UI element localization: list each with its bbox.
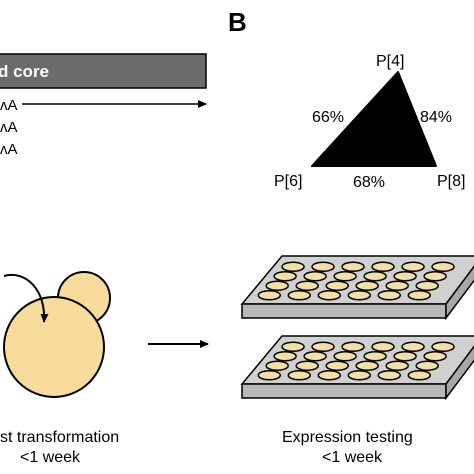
plate-upper-well: [423, 271, 447, 282]
plate-upper-well: [287, 290, 312, 301]
plate-upper-well: [281, 261, 305, 272]
plate-lower-well: [317, 370, 342, 381]
core-label: d core: [0, 62, 49, 81]
identity-triangle: [311, 71, 437, 167]
percent-right: 84%: [420, 109, 452, 126]
plate-upper-well: [341, 261, 365, 272]
plate-lower-well: [303, 351, 327, 362]
plate-upper-well: [347, 290, 372, 301]
plate-lower-well: [325, 360, 349, 371]
plate-lower-well: [333, 351, 357, 362]
expression-caption-line1: Expression testing: [282, 429, 413, 446]
plate-lower-well: [257, 370, 282, 381]
plate-upper-well: [273, 271, 297, 282]
plate-lower-well: [287, 370, 312, 381]
plate-lower-well: [385, 360, 409, 371]
plate-upper-well: [407, 290, 432, 301]
seq-line-1: ʌA: [0, 97, 18, 114]
plate-upper-side: [241, 303, 447, 319]
plate-upper-well: [377, 290, 402, 301]
plate-lower-well: [363, 351, 387, 362]
plate-lower-well: [407, 370, 432, 381]
plate-lower-well: [401, 341, 425, 352]
plate-lower-well: [295, 360, 319, 371]
plate-upper-well: [363, 271, 387, 282]
plate-lower-well: [371, 341, 395, 352]
plate-upper-well: [401, 261, 425, 272]
percent-left: 66%: [312, 109, 344, 126]
plate-upper-well: [265, 280, 289, 291]
plate-lower-end: [445, 345, 474, 401]
plate-upper-well: [333, 271, 357, 282]
plate-upper-well: [393, 271, 417, 282]
panel-a: d core ʌA ʌA ʌA: [0, 53, 207, 158]
plate-lower-well: [341, 341, 365, 352]
panel-label-b: B: [228, 7, 247, 37]
percent-bottom: 68%: [353, 174, 385, 191]
plate-upper-well: [371, 261, 395, 272]
plate-lower-well: [377, 370, 402, 381]
expression-caption-line2: <1 week: [322, 449, 383, 466]
plate-upper-well: [355, 280, 379, 291]
plate-upper-well: [385, 280, 409, 291]
yeast-caption-line2: <1 week: [20, 449, 81, 466]
node-p4: P[4]: [376, 53, 404, 70]
plate-upper-end: [445, 265, 474, 321]
node-p8: P[8]: [437, 173, 465, 190]
plate-lower-well: [311, 341, 335, 352]
node-p6: P[6]: [274, 173, 302, 190]
plate-upper-well: [415, 280, 439, 291]
plate-lower-well: [281, 341, 305, 352]
plate-lower-well: [347, 370, 372, 381]
plate-lower-well: [393, 351, 417, 362]
plate-upper-well: [295, 280, 319, 291]
plate-wells: [257, 261, 455, 381]
plate-upper-well: [303, 271, 327, 282]
plate-lower-well: [431, 341, 455, 352]
plate-lower-well: [415, 360, 439, 371]
transformation-arrow: [3, 273, 49, 323]
core-bar: [0, 53, 207, 89]
panel-b: B P[4] P[6] P[8] 66% 84% 68%: [228, 7, 465, 191]
plate-upper-well: [317, 290, 342, 301]
yeast-cell: [3, 296, 105, 398]
plate-lower-side: [241, 383, 447, 399]
plate-upper-well: [311, 261, 335, 272]
seq-line-2: ʌA: [0, 119, 18, 136]
yeast-illustration: [3, 271, 111, 398]
seq-line-3: ʌA: [0, 141, 18, 158]
plate-upper-well: [257, 290, 282, 301]
plate-lower-well: [265, 360, 289, 371]
yeast-caption-line1: st transformation: [0, 429, 119, 446]
plate-lower-well: [423, 351, 447, 362]
plate-upper-well: [325, 280, 349, 291]
plate-lower-well: [355, 360, 379, 371]
plate-lower-well: [273, 351, 297, 362]
plate-upper-well: [431, 261, 455, 272]
